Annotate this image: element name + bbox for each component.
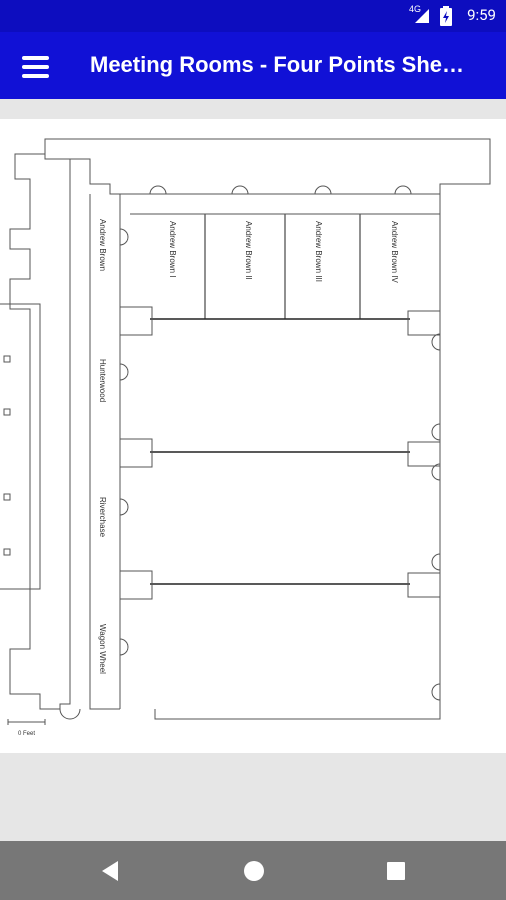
status-time: 9:59 — [467, 6, 496, 24]
room-label-andrew-brown-iv[interactable]: Andrew Brown IV — [390, 221, 399, 283]
navigation-bar — [0, 841, 506, 900]
room-label-riverchase[interactable]: Riverchase — [98, 497, 107, 538]
battery-icon — [440, 6, 452, 26]
back-icon — [102, 861, 118, 881]
menu-button[interactable] — [14, 48, 58, 84]
room-label-andrew-brown-corridor[interactable]: Andrew Brown — [98, 219, 107, 271]
signal-icon — [415, 9, 429, 23]
room-label-andrew-brown-i[interactable]: Andrew Brown I — [168, 221, 177, 277]
recents-icon — [387, 862, 405, 880]
app-title: Meeting Rooms - Four Points She… — [90, 52, 465, 77]
status-bar: 4G 9:59 — [0, 0, 506, 32]
room-label-andrew-brown-iii[interactable]: Andrew Brown III — [314, 221, 323, 282]
network-label: 4G — [409, 4, 422, 14]
home-button[interactable] — [240, 857, 268, 885]
room-label-wagon-wheel[interactable]: Wagon Wheel — [98, 624, 107, 674]
content-top-spacer — [0, 99, 506, 119]
floor-plan-drawing: Andrew Brown Andrew Brown I Andrew Brown… — [0, 138, 491, 737]
room-label-andrew-brown-ii[interactable]: Andrew Brown II — [244, 221, 253, 280]
back-button[interactable] — [98, 857, 126, 885]
scale-label: 0 Feet — [18, 731, 35, 737]
home-icon — [244, 861, 264, 881]
room-label-hunterwood[interactable]: Hunterwood — [98, 359, 107, 402]
floor-plan[interactable]: Andrew Brown Andrew Brown I Andrew Brown… — [0, 119, 506, 753]
app-bar: Meeting Rooms - Four Points She… — [0, 32, 506, 99]
recents-button[interactable] — [382, 857, 410, 885]
content-bottom-spacer — [0, 753, 506, 841]
